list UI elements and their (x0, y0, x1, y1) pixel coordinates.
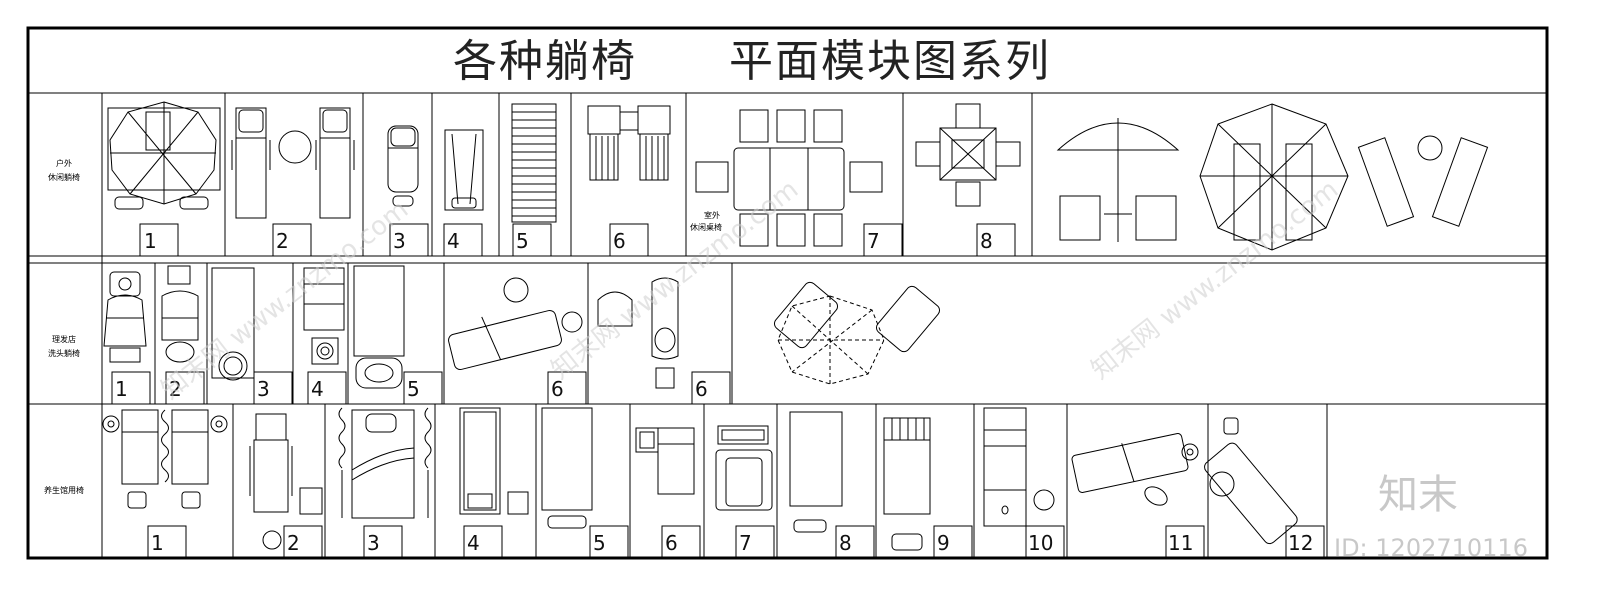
row3-num-8: 8 (839, 531, 852, 555)
row1-num-5: 5 (516, 229, 529, 253)
watermark-text-3: 知末网 www.znzmo.com (1086, 175, 1344, 386)
armchair-symbol-7 (715, 425, 773, 511)
row2-label-a: 理发店 (52, 334, 76, 344)
row3-label: 养生馆用椅 (44, 485, 84, 495)
row3-num-5: 5 (593, 531, 606, 555)
watermark-text-2: 知末网 www.znzmo.com (546, 175, 804, 386)
umbrella-lounger-symbol (107, 101, 221, 210)
diagonal-massage-bed-symbol (1204, 417, 1298, 545)
foot-massage-chair-symbol (249, 413, 323, 550)
row3-num-10: 10 (1028, 531, 1053, 555)
shampoo-bed-symbol-4 (303, 267, 345, 365)
row2-num-1: 1 (115, 377, 128, 401)
shampoo-chair-symbol-2 (161, 265, 199, 363)
row2-label-b: 洗头躺椅 (48, 348, 80, 358)
row1-num-2: 2 (276, 229, 289, 253)
twin-lounger-symbol (231, 107, 355, 219)
shampoo-chair-symbol-1 (103, 271, 147, 363)
shampoo-bed-symbol-5 (353, 265, 405, 389)
row3-num-2: 2 (287, 531, 300, 555)
row1-num-3: 3 (393, 229, 406, 253)
drawing-id-text: ID: 1202710116 (1334, 534, 1528, 562)
angled-massage-bed-symbol (1071, 433, 1199, 506)
row2-number-boxes (111, 371, 731, 405)
row1-label-b: 休闲躺椅 (48, 172, 80, 182)
square-table-symbol (915, 103, 1021, 207)
brand-logo-text: 知末 (1378, 472, 1458, 518)
watermark-text-1: 知末网 www.znzmo.com (156, 195, 414, 406)
twin-chair-symbol-6 (587, 105, 671, 181)
spa-bed-symbol-10 (983, 407, 1055, 527)
row1-num-6: 6 (613, 229, 626, 253)
row3-num-9: 9 (937, 531, 950, 555)
spa-bed-symbol-4 (459, 407, 529, 515)
deck-chair-symbol-4 (444, 129, 484, 211)
row3-num-4: 4 (467, 531, 480, 555)
angled-loungers-symbol (1357, 135, 1489, 227)
row1-label-a: 户外 (56, 158, 72, 168)
outdoor-dining-label-a: 室外 (704, 210, 720, 220)
row1-number-boxes (139, 223, 1016, 257)
salon-umbrella-group-symbol (773, 281, 941, 385)
row3-num-11: 11 (1168, 531, 1193, 555)
row3-num-1: 1 (151, 531, 164, 555)
spa-bed-symbol-9 (883, 417, 931, 551)
row1-dividers (224, 93, 1033, 256)
row2-num-5: 5 (407, 377, 420, 401)
spa-bed-symbol-5 (541, 407, 593, 529)
row2-num-2: 2 (169, 377, 182, 401)
umbrella-elevation-symbol (1056, 118, 1180, 242)
row2-dividers (154, 263, 733, 404)
row1-num-8: 8 (980, 229, 993, 253)
outer-frame (26, 26, 1549, 560)
row3-dividers (232, 404, 1328, 558)
outdoor-dining-set-symbol (695, 109, 883, 247)
shampoo-bed-symbol-3 (211, 267, 255, 381)
row3-num-6: 6 (665, 531, 678, 555)
row3-num-3: 3 (367, 531, 380, 555)
spa-chair-symbol-6 (635, 427, 695, 495)
row1-num-4: 4 (447, 229, 460, 253)
recliner-symbol-3 (387, 125, 419, 207)
row2-num-6a: 6 (551, 377, 564, 401)
row2-num-6b: 6 (695, 377, 708, 401)
massage-bed-pair-symbol (102, 409, 228, 509)
octagon-umbrella-symbol (1199, 103, 1349, 251)
watermark-group: 知末网 www.znzmo.com 知末网 www.znzmo.com 知末网 … (156, 175, 1344, 406)
wash-chair-symbol-6 (597, 277, 679, 389)
row2-num-3: 3 (257, 377, 270, 401)
outdoor-dining-label-b: 休闲桌椅 (690, 222, 722, 232)
row3-num-12: 12 (1288, 531, 1313, 555)
angled-shampoo-bed-symbol (448, 277, 583, 370)
row1-num-1: 1 (144, 229, 157, 253)
row3-num-7: 7 (739, 531, 752, 555)
row3-number-boxes (147, 525, 1325, 559)
spa-bed-symbol-3 (338, 407, 432, 519)
spa-bed-symbol-8 (789, 411, 843, 533)
row1-num-7: 7 (867, 229, 880, 253)
page-title: 各种躺椅 平面模块图系列 (453, 36, 1051, 87)
row2-num-4: 4 (311, 377, 324, 401)
slatted-lounger-symbol-5 (511, 103, 557, 223)
